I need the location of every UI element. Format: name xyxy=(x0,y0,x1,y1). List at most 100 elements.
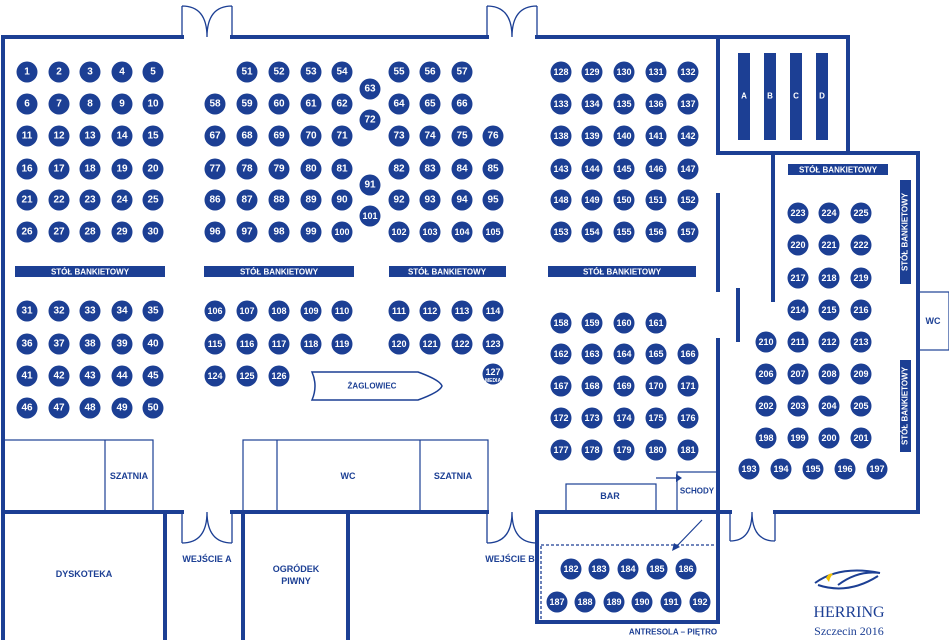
table-number: 122 xyxy=(454,339,469,349)
sailboat-label: ŻAGLOWIEC xyxy=(348,382,397,391)
table-number: 192 xyxy=(692,597,707,607)
sailboat: ŻAGLOWIEC xyxy=(310,371,443,401)
table-marker xyxy=(16,61,38,83)
table-marker xyxy=(850,202,872,224)
table-194: 194 xyxy=(770,458,792,480)
table-41: 41 xyxy=(16,365,38,387)
table-number: 115 xyxy=(208,339,223,349)
table-134: 134 xyxy=(581,93,603,115)
table-164: 164 xyxy=(613,343,635,365)
table-marker xyxy=(331,221,353,243)
table-161: 161 xyxy=(645,312,667,334)
table-number: 102 xyxy=(391,227,406,237)
table-62: 62 xyxy=(331,93,353,115)
table-number: 134 xyxy=(584,99,599,109)
table-number: 222 xyxy=(853,240,868,250)
table-marker xyxy=(111,221,133,243)
table-marker xyxy=(770,458,792,480)
table-2: 2 xyxy=(48,61,70,83)
table-number: 118 xyxy=(304,339,319,349)
table-marker xyxy=(818,234,840,256)
table-146: 146 xyxy=(645,158,667,180)
table-marker xyxy=(574,591,596,613)
table-105: 105 xyxy=(482,221,504,243)
table-number: 168 xyxy=(584,381,599,391)
table-marker xyxy=(613,375,635,397)
table-number: 92 xyxy=(393,195,405,206)
table-marker xyxy=(645,439,667,461)
standing-rows: A B C D xyxy=(738,53,828,140)
beer-garden-label-2: PIWNY xyxy=(281,576,311,586)
table-number: 21 xyxy=(21,195,33,206)
table-number: 201 xyxy=(853,433,868,443)
table-221: 221 xyxy=(818,234,840,256)
table-marker xyxy=(111,93,133,115)
table-46: 46 xyxy=(16,397,38,419)
table-number: 49 xyxy=(116,403,128,414)
table-marker xyxy=(419,221,441,243)
table-marker xyxy=(581,375,603,397)
table-number: 113 xyxy=(455,306,470,316)
table-106: 106 xyxy=(204,300,226,322)
table-number: 164 xyxy=(616,349,631,359)
table-marker xyxy=(755,331,777,353)
table-number: 150 xyxy=(616,195,631,205)
table-number: 117 xyxy=(272,339,287,349)
bar-label: BAR xyxy=(600,491,620,501)
table-marker xyxy=(787,299,809,321)
table-marker xyxy=(581,343,603,365)
table-marker xyxy=(787,267,809,289)
table-number: 38 xyxy=(84,339,96,350)
table-number: 202 xyxy=(758,401,773,411)
table-marker xyxy=(16,365,38,387)
table-173: 173 xyxy=(581,407,603,429)
table-number: 33 xyxy=(84,306,96,317)
table-137: 137 xyxy=(677,93,699,115)
table-126: 126 xyxy=(268,365,290,387)
table-number: 58 xyxy=(209,99,221,110)
table-59: 59 xyxy=(236,93,258,115)
table-189: 189 xyxy=(603,591,625,613)
table-number: 36 xyxy=(21,339,33,350)
table-number: 137 xyxy=(680,99,695,109)
table-48: 48 xyxy=(79,397,101,419)
table-number: 132 xyxy=(680,67,695,77)
table-49: 49 xyxy=(111,397,133,419)
table-number: 212 xyxy=(821,337,836,347)
table-marker xyxy=(617,558,639,580)
table-marker xyxy=(268,300,290,322)
table-number: 146 xyxy=(648,164,663,174)
table-marker xyxy=(268,365,290,387)
table-marker xyxy=(236,221,258,243)
table-149: 149 xyxy=(581,189,603,211)
table-4: 4 xyxy=(111,61,133,83)
table-marker xyxy=(300,125,322,147)
table-marker xyxy=(482,333,504,355)
table-marker xyxy=(646,558,668,580)
table-marker xyxy=(388,93,410,115)
table-marker xyxy=(451,158,473,180)
table-number: 191 xyxy=(663,597,678,607)
table-marker xyxy=(236,61,258,83)
table-marker xyxy=(359,78,381,100)
table-marker xyxy=(142,189,164,211)
table-number: 52 xyxy=(273,67,285,78)
table-number: 53 xyxy=(305,67,317,78)
table-21: 21 xyxy=(16,189,38,211)
table-211: 211 xyxy=(787,331,809,353)
table-number: 99 xyxy=(305,227,317,238)
table-marker xyxy=(482,300,504,322)
table-93: 93 xyxy=(419,189,441,211)
table-number: 94 xyxy=(456,195,468,206)
table-marker xyxy=(236,189,258,211)
table-number: 50 xyxy=(147,403,159,414)
table-number: 57 xyxy=(456,67,468,78)
table-marker xyxy=(142,333,164,355)
table-marker xyxy=(79,158,101,180)
table-number: 106 xyxy=(207,306,222,316)
table-number: 171 xyxy=(680,381,695,391)
table-marker xyxy=(331,125,353,147)
table-95: 95 xyxy=(482,189,504,211)
table-marker xyxy=(268,158,290,180)
wc-label: WC xyxy=(341,471,356,481)
